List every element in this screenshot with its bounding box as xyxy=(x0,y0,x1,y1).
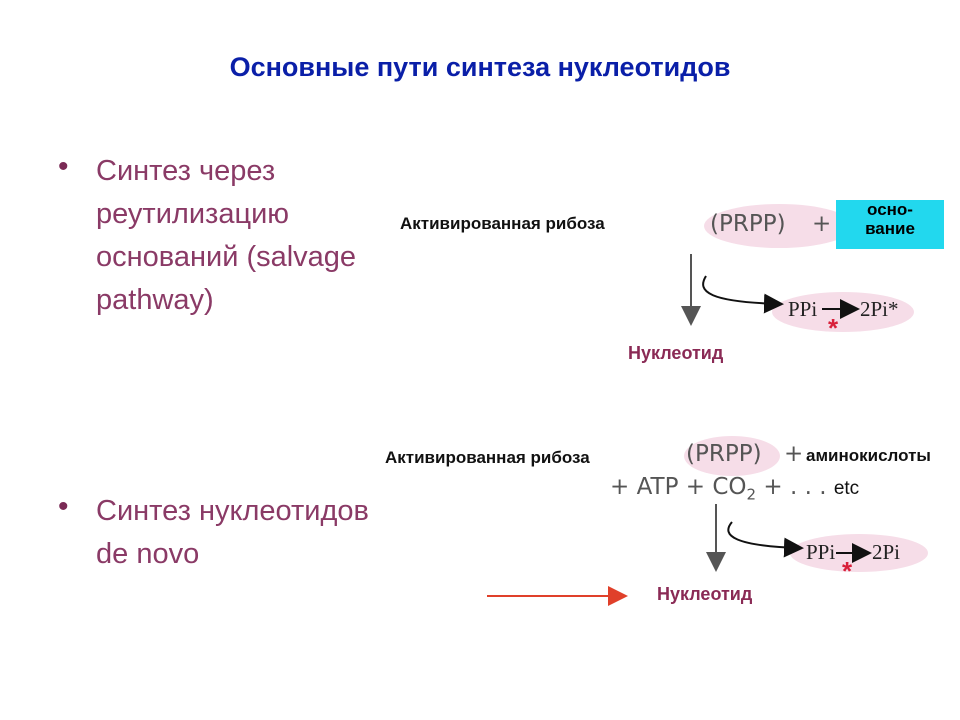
salvage-plus: + xyxy=(812,211,832,237)
bullet-denovo-line-2: de novo xyxy=(96,538,200,570)
salvage-prpp: (PRPP) xyxy=(710,211,786,237)
atp-co2-line: + ATP + CO2 + . . . etc xyxy=(610,474,859,504)
denovo-2pi: 2Pi xyxy=(872,540,901,564)
salvage-star: * xyxy=(828,313,839,343)
atp-co2-text: + ATP + CO xyxy=(610,474,747,500)
dots-text: + . . . xyxy=(756,474,827,500)
bullet-denovo: Синтез нуклеотидов de novo xyxy=(96,490,369,576)
salvage-ribose-label: Активированная рибоза xyxy=(400,214,605,233)
base-box: осно- вание xyxy=(836,200,944,249)
prpp-oval-top xyxy=(704,204,854,248)
bullet-salvage-line-1: Синтез через xyxy=(96,155,276,187)
denovo-prpp: (PRPP) xyxy=(686,441,762,467)
base-line-2: вание xyxy=(865,219,915,238)
salvage-2pi: 2Pi* xyxy=(860,297,899,321)
bullet-salvage: Синтез через реутилизацию оснований (sal… xyxy=(96,150,356,322)
prpp-oval-bottom xyxy=(684,436,780,476)
bullet-salvage-line-4: pathway) xyxy=(96,284,214,316)
denovo-nucleotide: Нуклеотид xyxy=(657,584,753,604)
bullet-dot-2: • xyxy=(58,490,69,523)
bullet-salvage-line-3: оснований (salvage xyxy=(96,241,357,273)
denovo-star: * xyxy=(842,556,853,586)
bullet-dot-1: • xyxy=(58,150,69,183)
denovo-ppi: PPi xyxy=(806,540,836,564)
bullet-salvage-line-2: реутилизацию xyxy=(96,198,290,230)
salvage-ppi: PPi xyxy=(788,297,818,321)
co2-subscript: 2 xyxy=(746,485,757,504)
base-line-1: осно- xyxy=(867,200,913,219)
salvage-side-curve xyxy=(702,275,784,314)
bullet-denovo-line-1: Синтез нуклеотидов xyxy=(96,495,369,527)
etc-text: etc xyxy=(833,478,860,499)
page-title: Основные пути синтеза нуклеотидов xyxy=(229,52,731,82)
salvage-nucleotide: Нуклеотид xyxy=(628,343,724,363)
denovo-ribose-label: Активированная рибоза xyxy=(385,448,590,467)
denovo-plus: + xyxy=(784,441,804,467)
denovo-side-curve xyxy=(727,521,804,558)
amino-acids-label: аминокислоты xyxy=(806,446,931,465)
